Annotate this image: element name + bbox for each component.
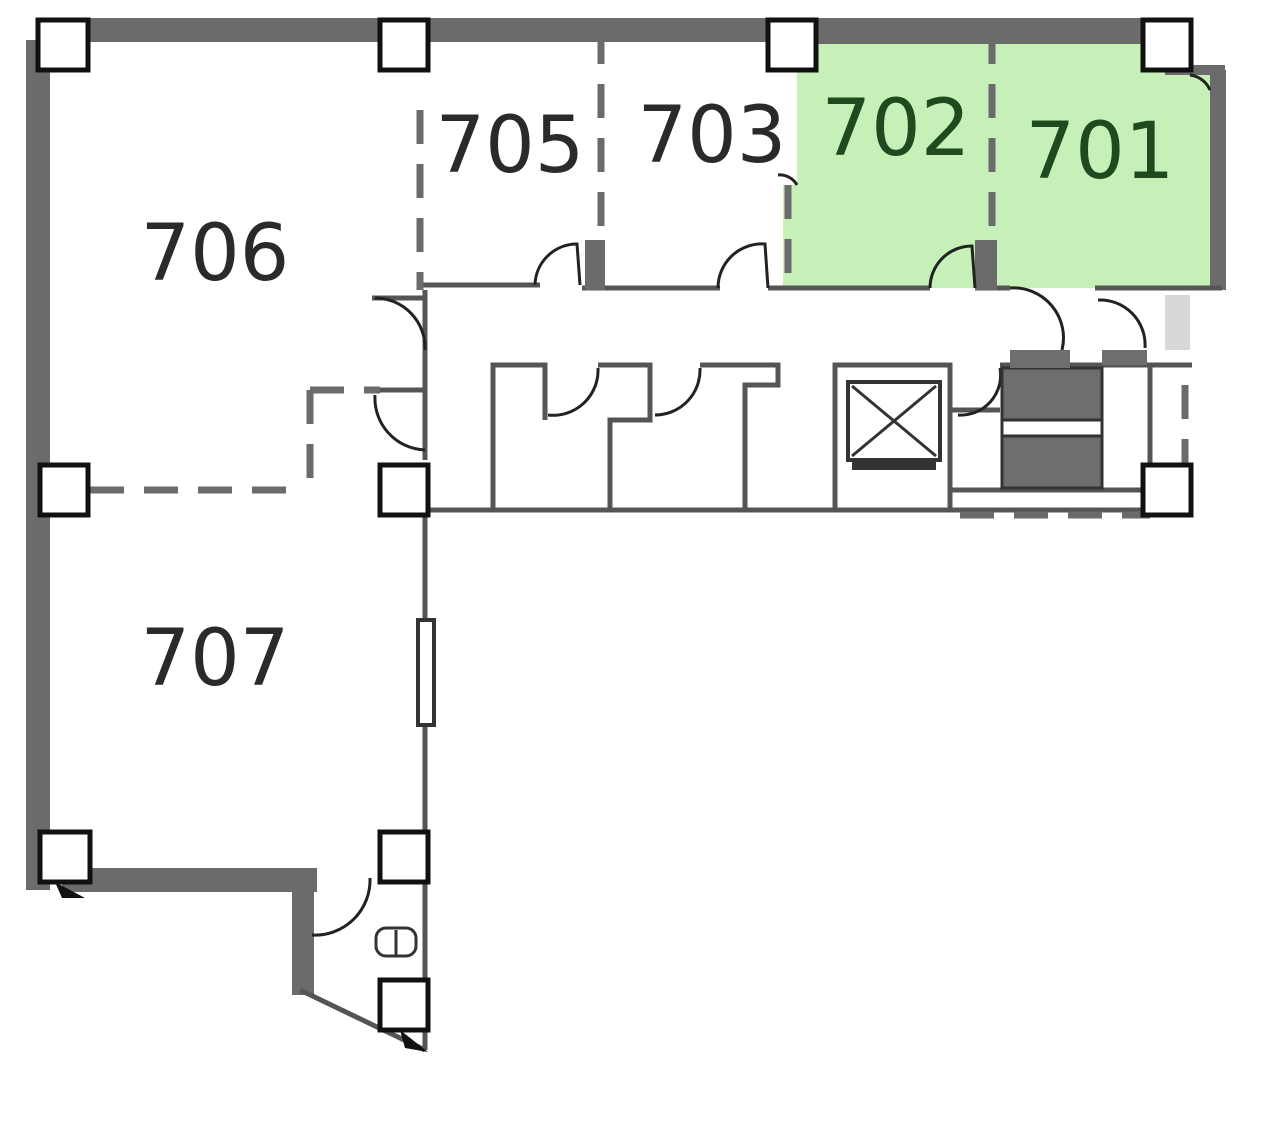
dashed-partitions [90,30,1189,519]
room-702-area[interactable] [783,36,1000,288]
core-outlines [490,362,1192,510]
exit-fixture-icon [374,926,418,958]
room-label-702[interactable]: 702 [822,84,971,174]
room-label-705[interactable]: 705 [436,101,585,191]
elevator-icon [846,380,942,470]
outer-walls [26,18,1226,995]
room-labels: 706 705 703 702 701 707 [141,84,1175,704]
structural-columns [35,17,1194,1052]
room-label-706[interactable]: 706 [141,209,290,299]
interior-walls [298,240,1222,1053]
room-label-703[interactable]: 703 [638,91,787,181]
room-label-701[interactable]: 701 [1026,107,1175,197]
stair-icon [1000,350,1147,490]
hatch-strip [1165,295,1190,350]
room-label-707[interactable]: 707 [141,614,290,704]
room-701-area[interactable] [1000,36,1218,288]
